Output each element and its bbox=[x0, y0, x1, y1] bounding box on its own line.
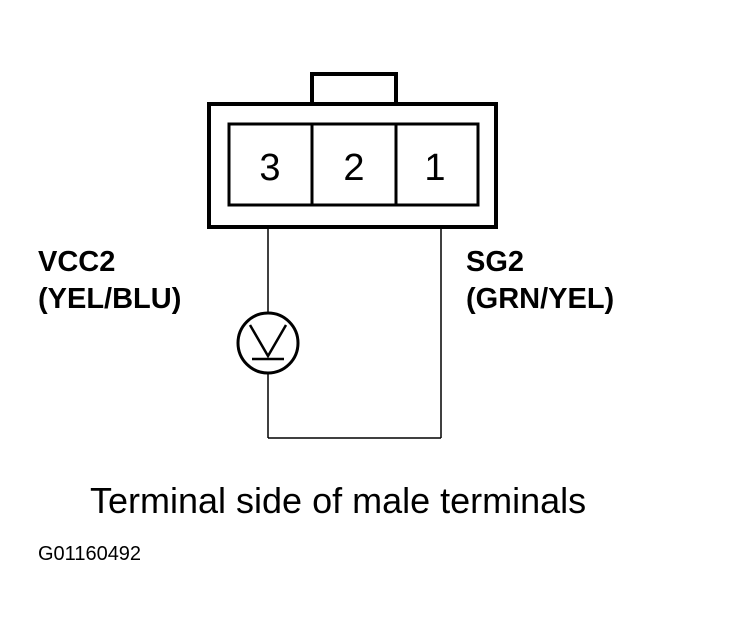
terminal-number-3: 3 bbox=[259, 147, 280, 189]
wire-color-vcc2: (YEL/BLU) bbox=[38, 283, 181, 315]
diagram-caption: Terminal side of male terminals bbox=[90, 480, 586, 521]
wire-name-vcc2: VCC2 bbox=[38, 246, 115, 278]
terminal-number-1: 1 bbox=[424, 147, 445, 189]
connector-cavity bbox=[227, 122, 480, 207]
voltmeter-icon bbox=[236, 311, 300, 375]
connector-latch-tab bbox=[310, 72, 398, 104]
figure-code: G01160492 bbox=[38, 543, 141, 565]
wire-name-sg2: SG2 bbox=[466, 246, 524, 278]
terminal-number-2: 2 bbox=[343, 147, 364, 189]
wire-color-sg2: (GRN/YEL) bbox=[466, 283, 614, 315]
connector-housing bbox=[207, 102, 498, 229]
